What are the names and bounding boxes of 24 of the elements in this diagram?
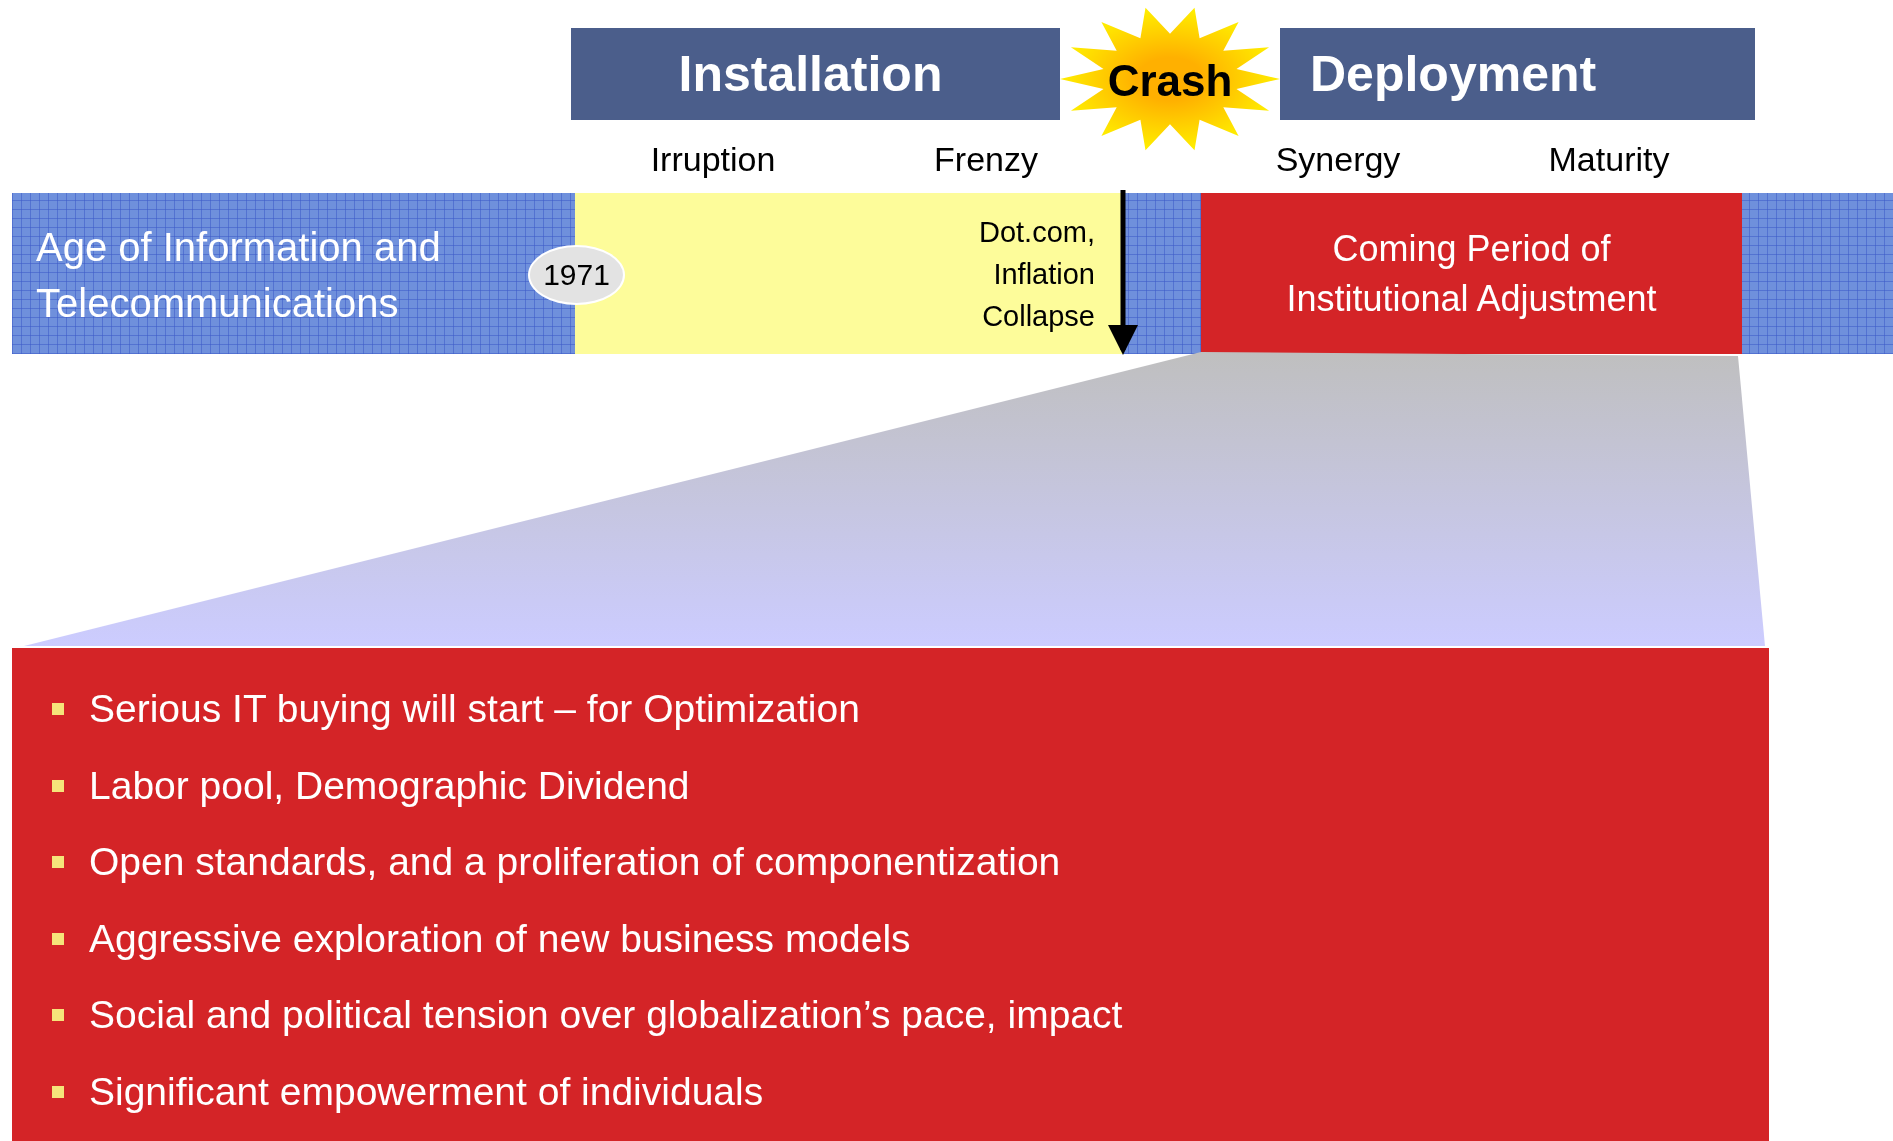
year-ellipse bbox=[528, 245, 625, 305]
event-note: Dot.com, Inflation Collapse bbox=[977, 215, 1095, 334]
period-title: Coming Period of Institutional Adjustment bbox=[1285, 226, 1658, 321]
bullet-text: Significant empowerment of individuals bbox=[89, 1069, 764, 1114]
era-title: Age of Information and Telecommunications bbox=[36, 224, 442, 327]
phase-label: Synergy bbox=[1275, 140, 1401, 179]
detail-panel bbox=[12, 648, 1769, 1141]
bullet-text: Social and political tension over globalization’s pace, impact bbox=[89, 993, 1123, 1037]
phase-label: Frenzy bbox=[934, 140, 1038, 179]
bullet-text: Open standards, and a proliferation of componentization bbox=[89, 840, 1061, 884]
year-label: 1971 bbox=[543, 258, 610, 292]
phase-label: Maturity bbox=[1548, 140, 1670, 179]
adjustment-box bbox=[1201, 193, 1742, 354]
bullet-text: Aggressive exploration of new business models bbox=[89, 916, 911, 961]
phase-header bbox=[571, 28, 1060, 120]
bullet-text: Serious IT buying will start – for Optimization bbox=[89, 687, 860, 731]
phase-title: Deployment bbox=[1310, 45, 1597, 103]
bullet-text: Labor pool, Demographic Dividend bbox=[89, 763, 690, 808]
crash-label: Crash bbox=[1107, 56, 1233, 106]
era-band bbox=[12, 193, 1893, 354]
phase-header bbox=[1280, 28, 1755, 120]
phase-label: Irruption bbox=[650, 140, 776, 179]
phase-title: Installation bbox=[678, 45, 943, 103]
zoom-funnel bbox=[24, 352, 1765, 646]
